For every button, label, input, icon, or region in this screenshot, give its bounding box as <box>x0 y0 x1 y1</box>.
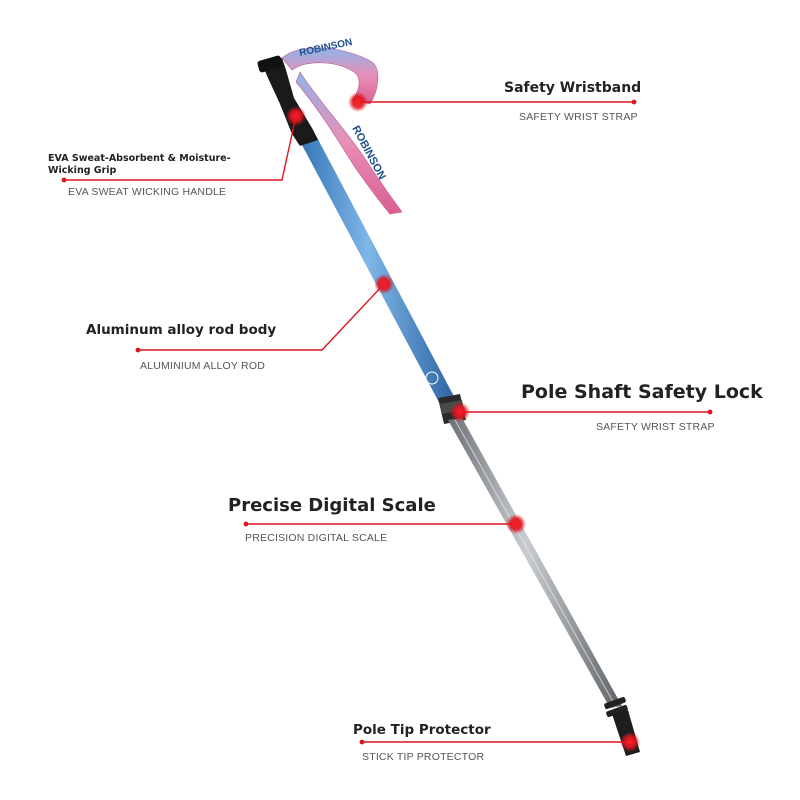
leader-rod <box>138 283 385 351</box>
callout-title-wristband: Safety Wristband <box>504 80 642 96</box>
marker-lock <box>450 402 470 422</box>
leader-grip <box>64 115 297 181</box>
marker-grip <box>286 106 306 126</box>
marker-tip <box>620 732 640 752</box>
callout-title-rod: Aluminum alloy rod body <box>86 322 277 338</box>
callout-subtitle-grip: EVA SWEAT WICKING HANDLE <box>68 186 227 198</box>
callout-title-grip: EVA Sweat-Absorbent & Moisture-Wicking G… <box>48 153 231 176</box>
callout-markers <box>61 92 713 752</box>
callout-title-lock: Pole Shaft Safety Lock <box>521 381 763 403</box>
callout-lines <box>64 101 710 743</box>
callout-title-scale: Precise Digital Scale <box>228 495 436 516</box>
marker-wristband <box>348 92 368 112</box>
marker-rod <box>374 274 394 294</box>
marker-scale <box>506 514 526 534</box>
callout-subtitle-lock: SAFETY WRIST STRAP <box>596 421 715 433</box>
lower-pole-section <box>448 418 622 708</box>
callout-subtitle-scale: PRECISION DIGITAL SCALE <box>245 532 388 544</box>
callout-subtitle-tip: STICK TIP PROTECTOR <box>362 751 485 763</box>
callout-subtitle-wristband: SAFETY WRIST STRAP <box>519 111 638 123</box>
grip-handle <box>257 55 318 146</box>
callout-subtitle-rod: ALUMINIUM ALLOY ROD <box>140 360 265 372</box>
callout-title-tip: Pole Tip Protector <box>353 722 491 738</box>
